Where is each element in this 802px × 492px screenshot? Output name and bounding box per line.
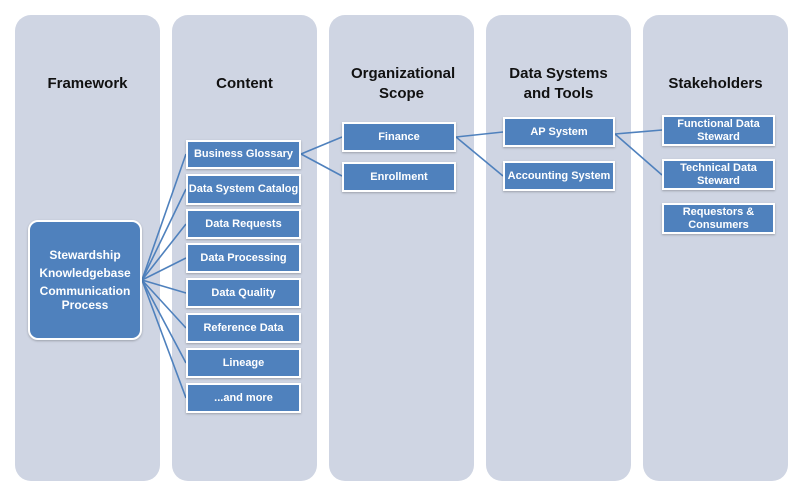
stakeholder-box-technical-data-steward: Technical Data Steward	[662, 159, 775, 190]
framework-line-communication-process: Communication Process	[39, 284, 131, 312]
systems-column-title: Data Systems and Tools	[509, 65, 608, 102]
content-box-business-glossary: Business Glossary	[186, 140, 301, 169]
connector-glossary-finance	[300, 136, 343, 155]
connector-framework-lineage	[141, 279, 187, 364]
framework-line-stewardship: Stewardship	[49, 248, 121, 262]
connector-framework-and-more	[141, 279, 187, 399]
content-box-data-system-catalog: Data System Catalog	[186, 174, 301, 205]
content-column-title: Content	[216, 75, 273, 92]
system-box-accounting-system: Accounting System	[503, 161, 615, 191]
stakeholder-box-functional-data-steward: Functional Data Steward	[662, 115, 775, 146]
content-box-data-requests: Data Requests	[186, 209, 301, 239]
framework-line-knowledgebase: Knowledgebase	[39, 266, 131, 280]
connector-framework-data-system-catalog	[141, 188, 187, 281]
stakeholders-column: Stakeholders	[643, 15, 788, 481]
connector-framework-business-glossary	[141, 153, 187, 281]
system-box-ap-system: AP System	[503, 117, 615, 147]
connector-framework-data-requests	[141, 223, 187, 281]
scope-box-finance: Finance	[342, 122, 456, 152]
scope-column-title: Organizational Scope	[351, 65, 456, 102]
scope-column: Organizational Scope	[329, 15, 474, 481]
content-box-lineage: Lineage	[186, 348, 301, 378]
content-box-reference-data: Reference Data	[186, 313, 301, 343]
scope-box-enrollment: Enrollment	[342, 162, 456, 192]
connector-finance-accounting-system	[455, 136, 504, 177]
content-box-data-processing: Data Processing	[186, 243, 301, 273]
framework-box: Stewardship Knowledgebase Communication …	[28, 220, 142, 340]
connector-framework-reference-data	[141, 279, 187, 329]
connector-framework-data-quality	[141, 279, 187, 294]
systems-column: Data Systems and Tools	[486, 15, 631, 481]
content-box-data-quality: Data Quality	[186, 278, 301, 308]
connector-framework-data-processing	[141, 257, 187, 281]
connector-ap-technical-steward	[614, 133, 663, 176]
content-box-and-more: ...and more	[186, 383, 301, 413]
connector-finance-ap-system	[455, 131, 504, 138]
stakeholder-box-requestors-consumers: Requestors & Consumers	[662, 203, 775, 234]
framework-column-title: Framework	[47, 75, 128, 92]
connector-ap-functional-steward	[614, 129, 663, 135]
stakeholders-column-title: Stakeholders	[668, 75, 763, 92]
connector-glossary-enrollment	[300, 153, 343, 177]
